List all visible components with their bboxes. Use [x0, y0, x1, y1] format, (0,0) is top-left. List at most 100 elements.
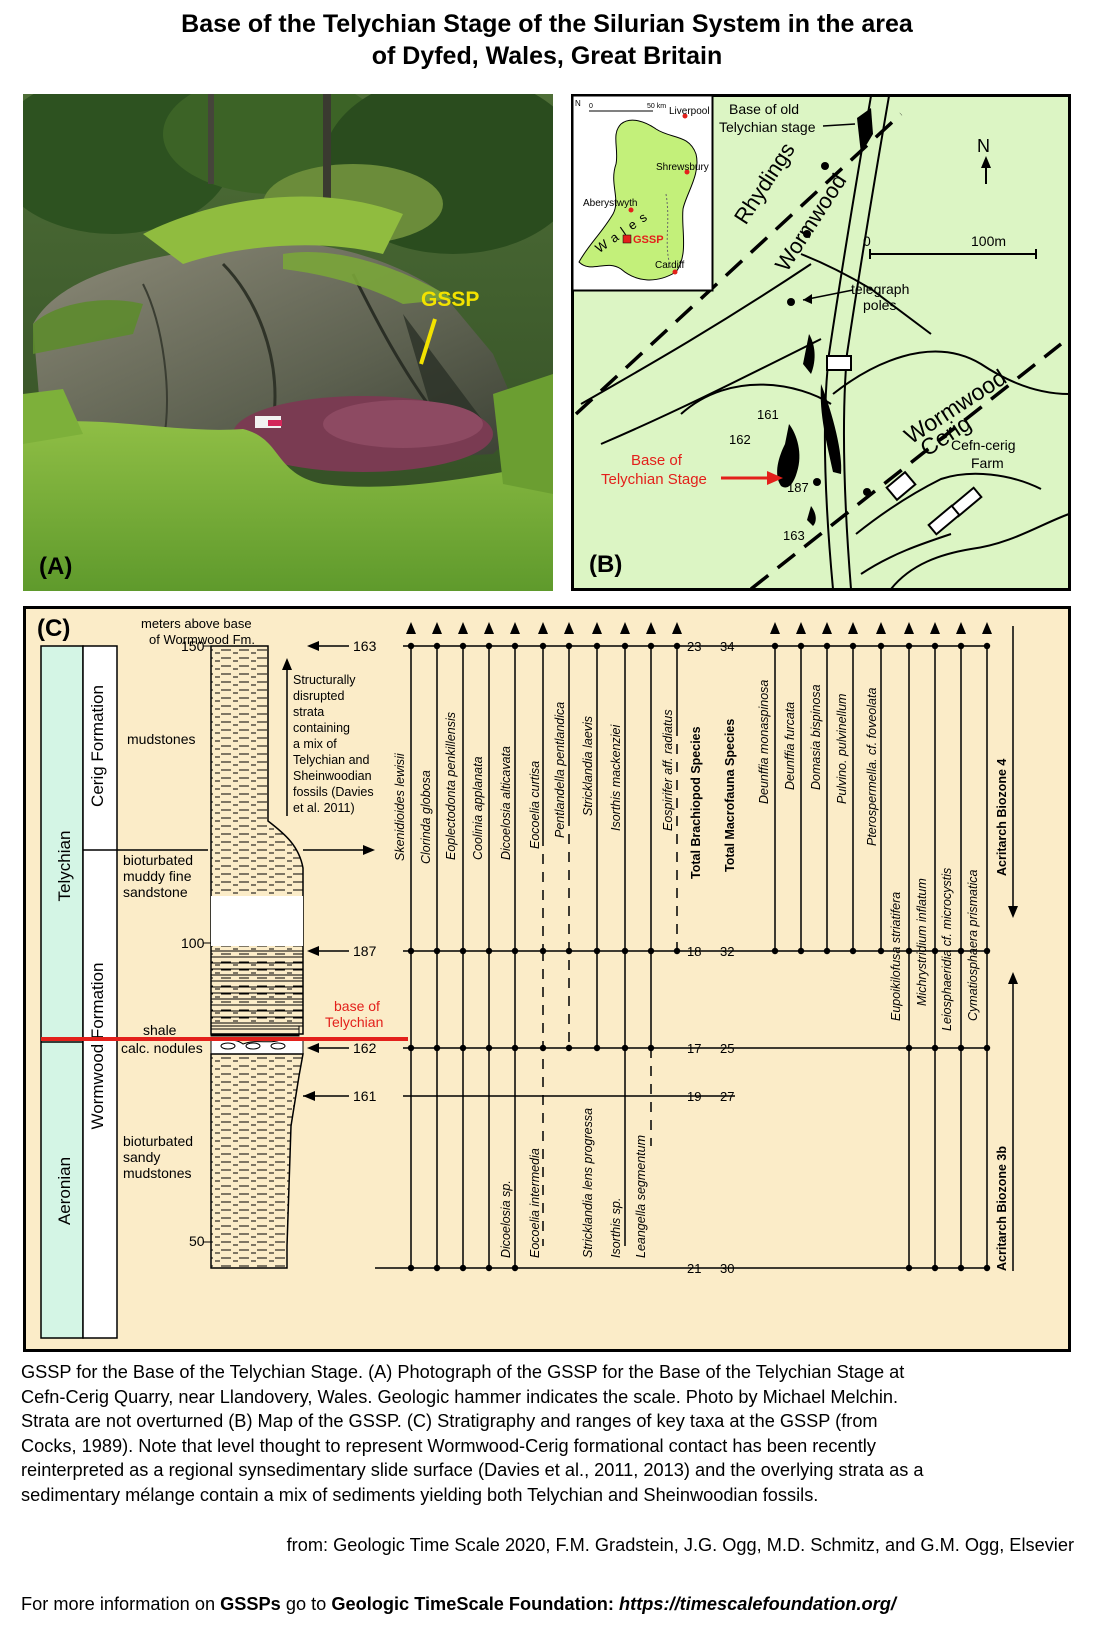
- acritarch-dot: [905, 1264, 913, 1272]
- grass-bank: [143, 196, 403, 264]
- acritarch-ranges: [770, 622, 992, 1272]
- stage-bar: [40, 645, 84, 1339]
- gssp-map: N 0 50 km Liverpool Shrewsbury Aberystwy…: [571, 94, 1071, 591]
- acritarch-up-arrow-icon: [770, 622, 780, 634]
- map-base-tely-1: Base of: [631, 452, 683, 469]
- occurrence-dot: [565, 1044, 573, 1052]
- occurrence-dot: [565, 947, 573, 955]
- total-macro-163: 34: [720, 639, 734, 654]
- range-up-arrow-icon: [620, 622, 630, 634]
- more-info-prefix: For more information on: [21, 1594, 221, 1614]
- taxon-stricklandia-lens: Stricklandia lens progressa: [581, 1108, 595, 1258]
- occurrence-dot: [593, 1044, 601, 1052]
- map-telegraph-2: poles: [863, 297, 896, 313]
- gssp-photo: GSSP (A): [23, 94, 553, 591]
- acritarch-dot: [771, 642, 779, 650]
- range-up-arrow-icon: [406, 622, 416, 634]
- occurrence-dot: [485, 1044, 493, 1052]
- range-up-arrow-icon: [646, 622, 656, 634]
- map-telegraph-1: telegraph: [851, 281, 909, 297]
- taxa-bottom-labels: Dicoelosia sp. Eocoelia intermedia Stric…: [499, 1108, 648, 1258]
- inset-cardiff: Cardiff: [655, 260, 684, 271]
- lith-biomuddy-2: muddy fine: [123, 868, 192, 884]
- acritarch-bottom-labels: Eupoikilofusa striatifera Michrystridium…: [889, 868, 980, 1031]
- lith-biosandy-3: mudstones: [123, 1165, 191, 1181]
- taxon-eospirifer: Eospirifer aff. radiatus: [661, 709, 675, 831]
- strat-panel-bg: [23, 606, 1071, 1352]
- acritarch-dot: [771, 947, 779, 955]
- map-n162: 162: [729, 432, 751, 447]
- occurrence-dot: [433, 947, 441, 955]
- caption-line-3: Strata are not overturned (B) Map of the…: [21, 1411, 878, 1431]
- occurrence-dot: [407, 1264, 415, 1272]
- taxon-pentlandella: Pentlandella pentlandica: [553, 702, 567, 838]
- lith-shale: shale: [143, 1022, 177, 1038]
- occurrence-dot: [647, 1044, 655, 1052]
- acritarch-top-labels: Deunffia monaspinosa Deunffia furcata Do…: [757, 680, 879, 846]
- scale-100: 100: [181, 935, 205, 951]
- acr-pulvino: Pulvino. pulvinellum: [835, 694, 849, 804]
- stage-aeronian: Aeronian: [55, 1157, 74, 1225]
- total-macro-label: Total Macrofauna Species: [723, 719, 737, 872]
- disrupted-8: fossils (Davies: [293, 785, 374, 799]
- taxon-eoplectodonta: Eoplectodonta penkillensis: [444, 712, 458, 860]
- foreground-grass: [23, 421, 553, 591]
- lith-biomuddy-3: sandstone: [123, 884, 188, 900]
- stage-telychian: Telychian: [55, 831, 74, 902]
- range-up-arrow-icon: [432, 622, 442, 634]
- foundation-url-link[interactable]: https://timescalefoundation.org/: [619, 1594, 896, 1614]
- range-up-arrow-icon: [564, 622, 574, 634]
- acritarch-up-arrow-icon: [930, 622, 940, 634]
- lithology-column: [210, 645, 304, 1269]
- occurrence-dot: [433, 642, 441, 650]
- acritarch-dot: [931, 1044, 939, 1052]
- sample-level-lines: [375, 645, 985, 1269]
- caption-line-6: sedimentary mélange contain a mix of sed…: [21, 1484, 819, 1505]
- occurrence-dot: [673, 947, 681, 955]
- occurrence-dot: [539, 642, 547, 650]
- inset-gssp: GSSP: [633, 234, 664, 246]
- acritarch-dot: [877, 947, 885, 955]
- acr-eupoikilofusa: Eupoikilofusa striatifera: [889, 892, 903, 1021]
- panel-label-b: (B): [589, 551, 622, 578]
- meters-label-1: meters above base: [141, 616, 252, 631]
- inset-scale-end: 50 km: [647, 103, 666, 110]
- occurrence-dot: [673, 642, 681, 650]
- panel-label-a: (A): [39, 553, 72, 580]
- acritarch-dot: [797, 642, 805, 650]
- occurrence-dot: [459, 642, 467, 650]
- range-up-arrow-icon: [672, 622, 682, 634]
- farm-building: [927, 504, 961, 536]
- range-up-arrow-icon: [592, 622, 602, 634]
- occurrence-dot: [621, 1044, 629, 1052]
- taxon-leangella: Leangella segmentum: [634, 1135, 648, 1258]
- acr-deunffia-monaspinosa: Deunffia monaspinosa: [757, 680, 771, 804]
- occurrence-dot: [485, 642, 493, 650]
- taxon-coolinia: Coolinia applanata: [471, 756, 485, 860]
- taxon-isorthis-sp: Isorthis sp.: [609, 1198, 623, 1258]
- lith-biomuddy-1: bioturbated: [123, 852, 193, 868]
- inset-scale-zero: 0: [589, 103, 593, 110]
- occurrence-dot: [511, 642, 519, 650]
- more-info-middle: go to: [280, 1594, 332, 1614]
- taxon-stricklandia-laevis: Stricklandia laevis: [581, 716, 595, 816]
- outcrops: [777, 108, 873, 526]
- acr-leiosphaeridia: Leiosphaeridia cf. microcystis: [940, 868, 954, 1031]
- range-up-arrow-icon: [484, 622, 494, 634]
- total-macro-187: 32: [720, 944, 734, 959]
- taxa-top-labels: Skenidioides lewisii Clorinda globosa Eo…: [393, 702, 675, 864]
- occurrence-dot: [433, 1044, 441, 1052]
- taxon-dicoelosia-alticavata: Dicoelosia alticavata: [499, 746, 513, 860]
- map-n163: 163: [783, 528, 805, 543]
- occurrence-dot: [433, 1264, 441, 1272]
- occurrence-dot: [459, 1264, 467, 1272]
- total-brach-163: 23: [687, 639, 701, 654]
- taxon-eocoelia-intermedia: Eocoelia intermedia: [528, 1148, 542, 1258]
- acritarch-up-arrow-icon: [796, 622, 806, 634]
- stratigraphy-chart: (C) meters above base of Wormwood Fm. Te…: [23, 606, 1071, 1352]
- occurrence-dot: [459, 1044, 467, 1052]
- total-brach-base: 21: [687, 1261, 701, 1276]
- occurrence-dot: [407, 1044, 415, 1052]
- base-tely-2: Telychian: [325, 1014, 383, 1030]
- acritarch-dot: [957, 1264, 965, 1272]
